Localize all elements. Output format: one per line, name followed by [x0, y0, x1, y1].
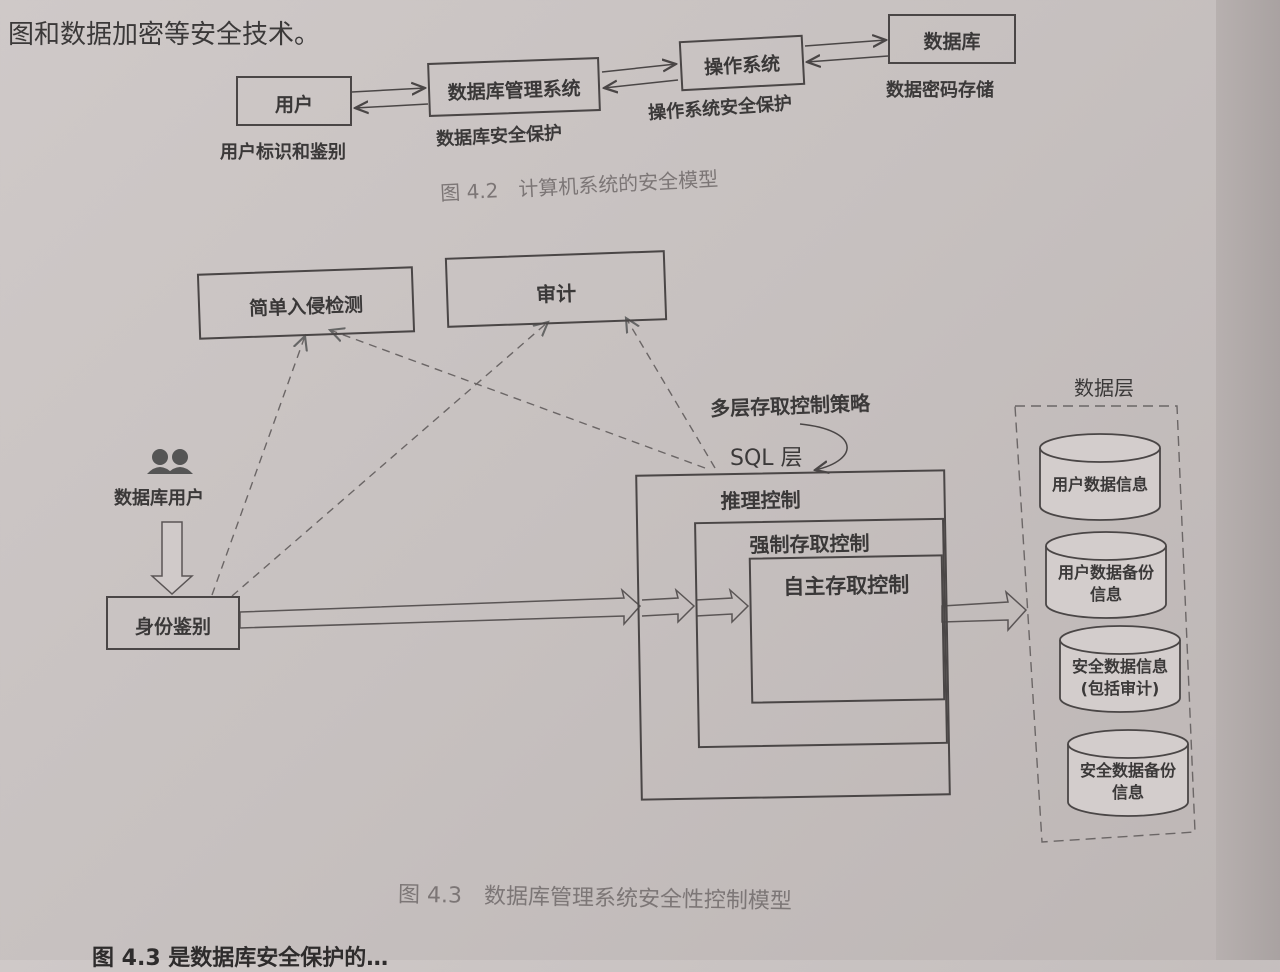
cylinder-security-backup: 安全数据备份 信息	[1068, 760, 1188, 804]
cylinder-security-data: 安全数据信息 (包括审计)	[1060, 656, 1180, 700]
cylinder-security-backup-line1: 安全数据备份	[1079, 761, 1176, 780]
intrusion-detection-box: 简单入侵检测	[196, 266, 416, 340]
fig42-os-label: 操作系统	[703, 53, 781, 79]
fig42-os-box: 操作系统	[678, 34, 806, 92]
sql-layer-label: SQL 层	[730, 446, 803, 471]
inference-control-label: 推理控制	[720, 487, 801, 514]
auth-label: 身份鉴别	[134, 616, 211, 638]
data-layer-frame	[1014, 405, 1196, 843]
discretionary-control-label: 自主存取控制	[783, 572, 910, 600]
fig43-caption: 图 4.3 数据库管理系统安全性控制模型	[397, 882, 793, 915]
cylinder-user-backup-line1: 用户数据备份	[1057, 563, 1154, 582]
cylinder-security-backup-line2: 信息	[1111, 783, 1144, 802]
intrusion-detection-label: 简单入侵检测	[248, 294, 364, 320]
fig43-dashed-arrows	[211, 318, 716, 597]
cylinders	[1039, 433, 1189, 817]
cylinder-security-data-line1: 安全数据信息	[1071, 657, 1168, 676]
fig42-db-box: 数据库	[888, 14, 1016, 64]
db-user-label: 数据库用户	[114, 488, 204, 509]
cylinder-user-backup-line2: 信息	[1089, 585, 1122, 604]
fig42-user-caption: 用户标识和鉴别	[220, 142, 346, 163]
main-hollow-arrow	[239, 587, 1028, 632]
page-edge	[1216, 0, 1280, 960]
fig42-dbms-box: 数据库管理系统	[427, 57, 601, 117]
audit-label: 审计	[535, 281, 577, 307]
audit-box: 审计	[444, 250, 668, 328]
fig42-user-box: 用户	[236, 76, 352, 126]
fig42-db-caption: 数据密码存储	[886, 80, 994, 101]
multilayer-policy-label: 多层存取控制策略	[709, 391, 871, 421]
fig42-user-label: 用户	[274, 94, 313, 116]
cylinder-user-data: 用户数据信息	[1040, 474, 1160, 496]
fig42-db-label: 数据库	[923, 31, 981, 53]
down-hollow-arrow	[150, 521, 194, 596]
cylinder-user-backup: 用户数据备份 信息	[1046, 562, 1166, 606]
cylinder-security-data-line2: (包括审计)	[1080, 679, 1160, 698]
data-layer-label: 数据层	[1074, 376, 1134, 400]
auth-box: 身份鉴别	[106, 596, 240, 650]
users-icon	[147, 449, 193, 474]
intro-text: 图和数据加密等安全技术。	[8, 20, 321, 50]
cylinder-user-data-line1: 用户数据信息	[1051, 475, 1148, 494]
fig42-arrows	[351, 40, 889, 108]
bottom-text: 图 4.3 是数据库安全保护的…	[92, 946, 389, 971]
policy-curve-arrow	[799, 423, 848, 470]
discretionary-control-box: 自主存取控制	[748, 554, 946, 704]
fig42-dbms-label: 数据库管理系统	[447, 77, 581, 105]
